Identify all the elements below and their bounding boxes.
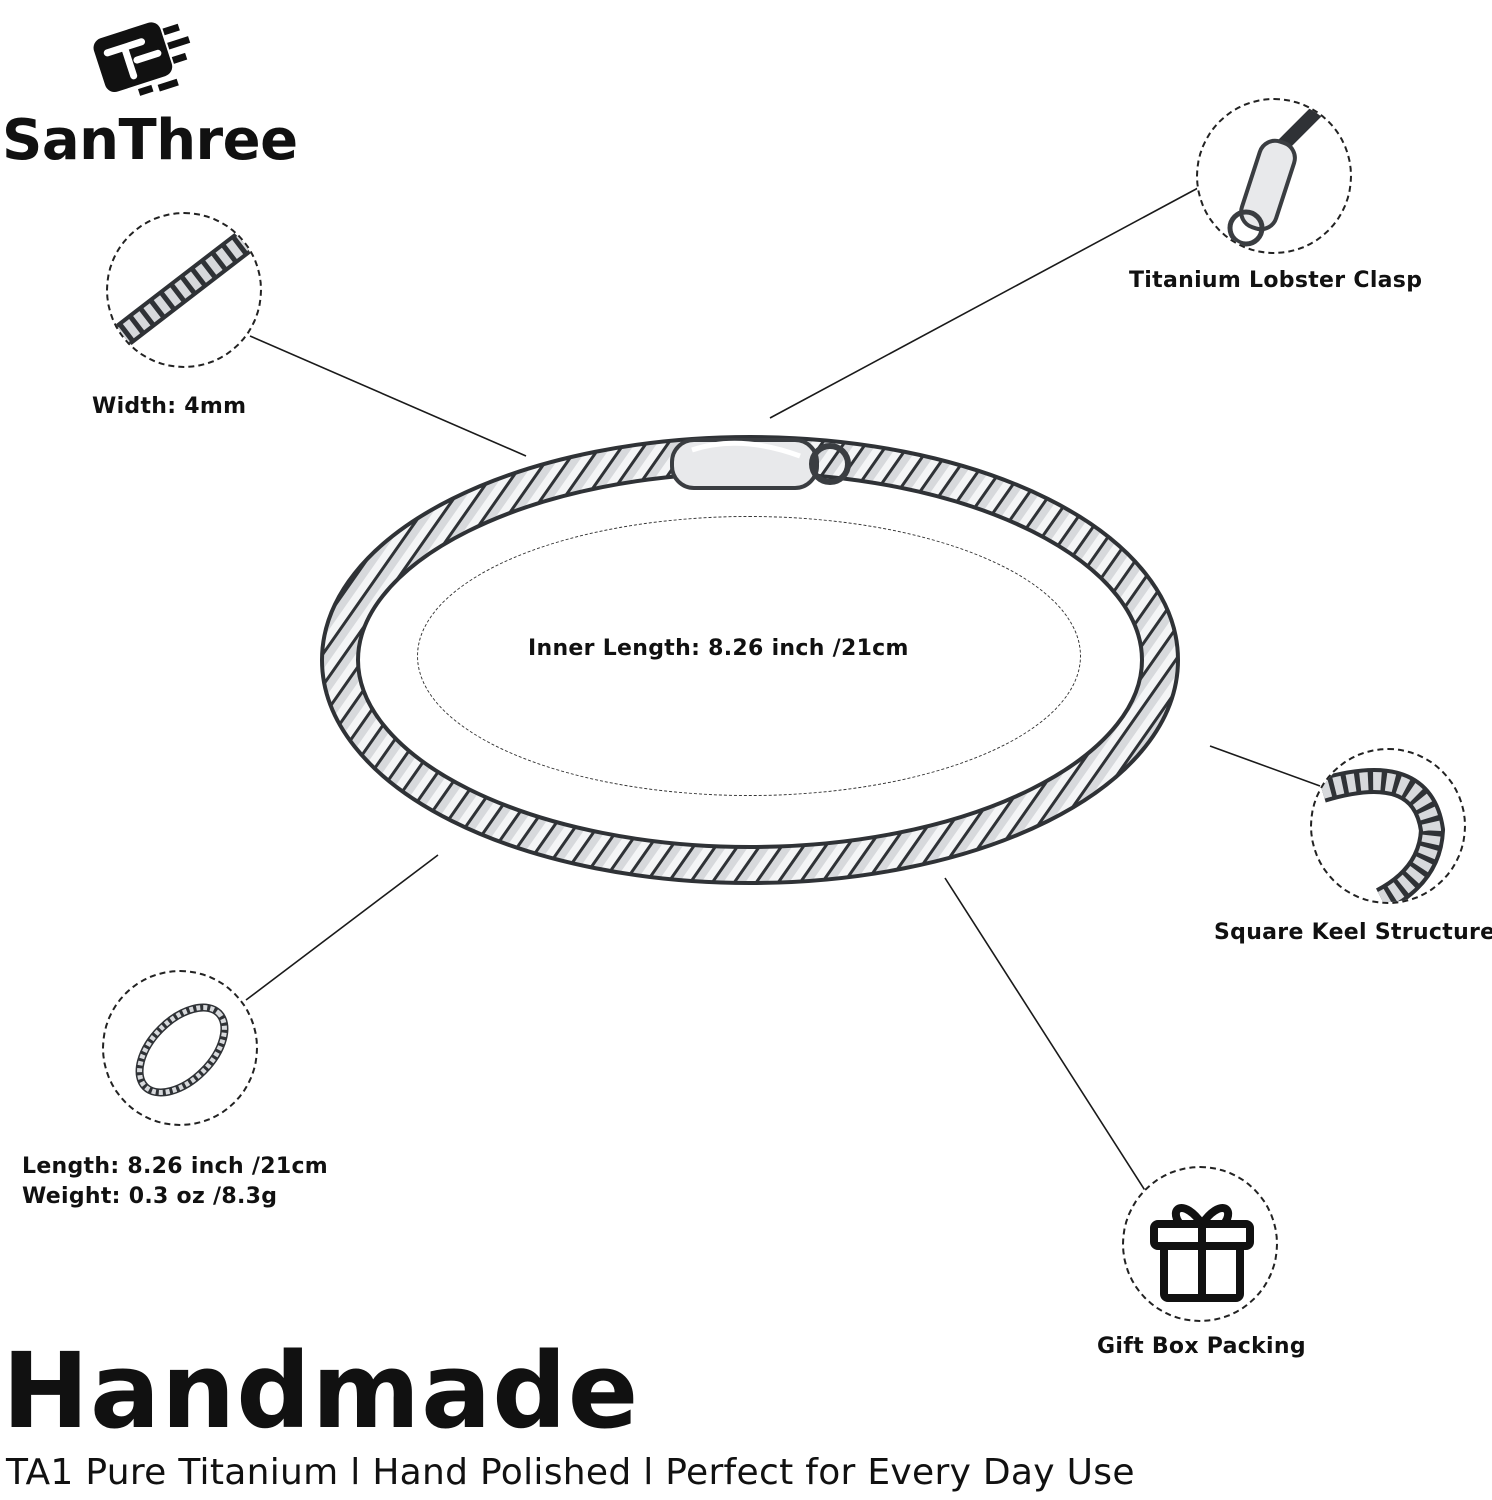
inner-length-label: Inner Length: 8.26 inch /21cm xyxy=(528,636,909,661)
clasp-detail-circle xyxy=(1196,98,1352,254)
tagline: TA1 Pure Titanium l Hand Polished l Perf… xyxy=(6,1452,1135,1493)
structure-label: Square Keel Structure xyxy=(1214,920,1492,945)
keel-structure-icon xyxy=(1318,768,1446,902)
chain-detail-icon xyxy=(108,226,260,352)
inner-length-guide xyxy=(417,516,1081,796)
brand-name: SanThree xyxy=(2,108,298,173)
bracelet-image xyxy=(320,435,1180,885)
santhree-logo-icon xyxy=(93,22,191,96)
chain-bracelet-icon xyxy=(135,1003,229,1097)
structure-detail-circle xyxy=(1310,748,1466,904)
gift-box-icon xyxy=(1150,1204,1254,1302)
gift-detail-circle xyxy=(1122,1166,1278,1322)
gift-label: Gift Box Packing xyxy=(1097,1334,1306,1359)
brand-logo xyxy=(88,6,198,106)
bracelet-clasp xyxy=(670,438,851,490)
weight-label: Weight: 0.3 oz /8.3g xyxy=(22,1184,278,1209)
width-label: Width: 4mm xyxy=(92,394,247,419)
clasp-label: Titanium Lobster Clasp xyxy=(1129,268,1423,293)
lobster-clasp-icon xyxy=(1227,100,1333,247)
width-detail-circle xyxy=(106,212,262,368)
length-detail-circle xyxy=(102,970,258,1126)
length-label: Length: 8.26 inch /21cm xyxy=(22,1154,329,1179)
headline: Handmade xyxy=(2,1330,640,1452)
